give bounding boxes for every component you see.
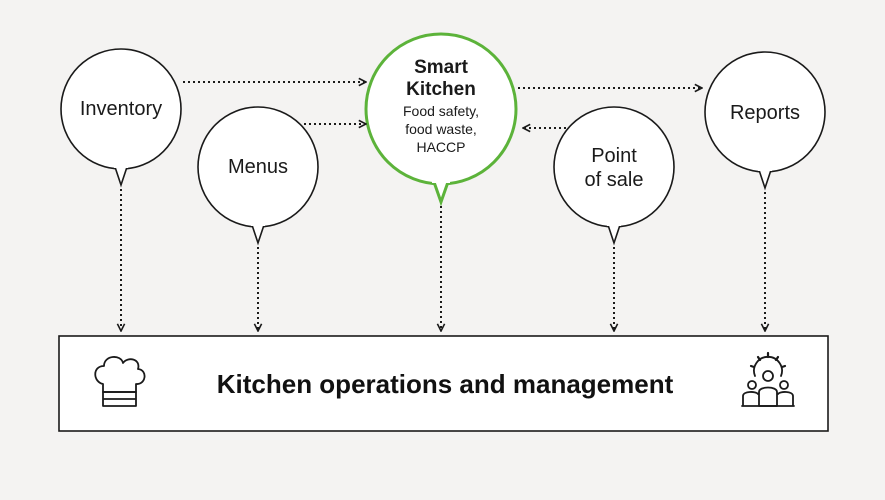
smart-kitchen-subtitle-line-2: food waste, <box>405 121 477 137</box>
reports-bubble <box>704 51 826 191</box>
menus-bubble <box>197 106 319 246</box>
inventory-bubble <box>60 48 182 188</box>
chef-hat-icon <box>94 356 146 407</box>
menus-label: Menus <box>227 156 289 178</box>
team-gear-icon <box>741 351 795 407</box>
inventory-label: Inventory <box>79 98 163 120</box>
smart-kitchen-bubble <box>364 32 518 207</box>
smart-kitchen-title-line-1: Smart <box>414 57 468 78</box>
point-of-sale-label-line-1: Point <box>591 145 637 167</box>
operations-bar-title: Kitchen operations and management <box>216 369 674 399</box>
point-of-sale-bubble <box>553 106 675 246</box>
smart-kitchen-subtitle-line-3: HACCP <box>416 139 466 155</box>
operations-bar <box>58 335 829 432</box>
point-of-sale-label-line-2: of sale <box>584 169 644 191</box>
smart-kitchen-title-line-2: Kitchen <box>406 79 476 100</box>
smart-kitchen-subtitle-line-1: Food safety, <box>402 103 479 119</box>
reports-label: Reports <box>729 102 801 124</box>
